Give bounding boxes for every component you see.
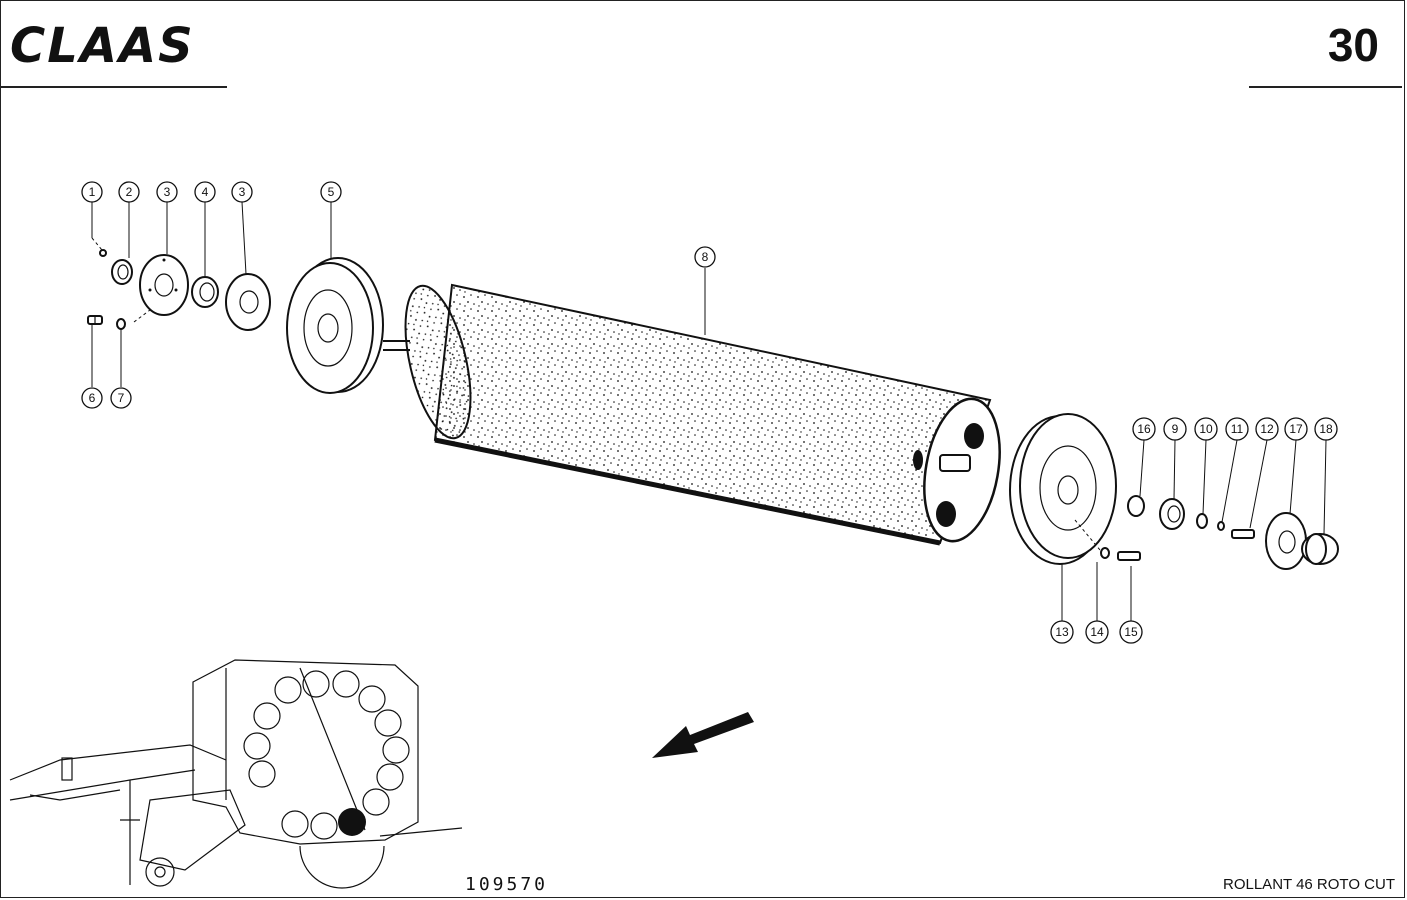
svg-text:9: 9 [1172,422,1179,436]
part-flange-17 [1265,512,1307,570]
part-bearing-9 [1159,498,1185,530]
callout-3b: 3 [231,181,253,203]
direction-arrow [652,712,754,758]
svg-text:6: 6 [89,391,96,405]
part-seal-16 [1127,495,1145,517]
part-washer-11 [1217,521,1225,531]
callout-5: 5 [320,181,342,203]
claas-logo: CLAAS [10,20,195,68]
part-ring-10 [1196,513,1208,529]
svg-text:5: 5 [328,185,335,199]
callout-7: 7 [110,387,132,409]
header-rule-left [0,86,227,88]
svg-text:10: 10 [1199,422,1213,436]
page-number: 30 [1327,19,1379,71]
callout-10: 10 [1194,417,1218,441]
part-flange-plate-inner [225,273,271,331]
part-cap-18 [1301,533,1339,565]
callout-11: 11 [1225,417,1249,441]
svg-text:14: 14 [1090,625,1104,639]
callout-17: 17 [1284,417,1308,441]
callout-18: 18 [1314,417,1338,441]
callout-2: 2 [118,181,140,203]
part-bearing [191,276,219,308]
part-roller [383,283,1001,546]
svg-text:12: 12 [1260,422,1274,436]
callout-8: 8 [694,246,716,268]
svg-text:8: 8 [702,250,709,264]
leader-lines [91,201,1327,621]
callout-13: 13 [1050,620,1074,644]
svg-text:3: 3 [164,185,171,199]
part-bearing-housing [111,259,133,285]
callout-9: 9 [1163,417,1187,441]
part-bolt-15 [1117,551,1141,561]
drawing-number: 109570 [465,874,549,895]
header-rule-right [1249,86,1402,88]
brand-wordmark: CLAAS [10,20,195,68]
callout-15: 15 [1119,620,1143,644]
part-flange-plate-left [139,254,189,316]
svg-text:17: 17 [1289,422,1303,436]
callout-4: 4 [194,181,216,203]
model-name: ROLLANT 46 ROTO CUT [1223,876,1395,893]
svg-text:1: 1 [89,185,96,199]
svg-text:4: 4 [202,185,209,199]
part-washer-14 [1100,547,1110,559]
part-bolt-left [87,315,103,325]
svg-text:16: 16 [1137,422,1151,436]
callout-6: 6 [81,387,103,409]
part-washer-left [116,318,126,330]
callout-1: 1 [81,181,103,203]
callout-12: 12 [1255,417,1279,441]
callout-3: 3 [156,181,178,203]
svg-text:18: 18 [1319,422,1333,436]
svg-text:2: 2 [126,185,133,199]
part-end-disc-left [286,257,384,394]
svg-text:15: 15 [1124,625,1138,639]
part-nipple [99,249,107,257]
callout-14: 14 [1085,620,1109,644]
svg-text:13: 13 [1055,625,1069,639]
part-bolt-12 [1231,529,1255,539]
baler-locator-sketch [9,659,463,889]
part-end-disc-right [1009,413,1117,565]
svg-text:3: 3 [239,185,246,199]
svg-text:7: 7 [118,391,125,405]
svg-text:11: 11 [1231,422,1244,436]
callout-16: 16 [1132,417,1156,441]
